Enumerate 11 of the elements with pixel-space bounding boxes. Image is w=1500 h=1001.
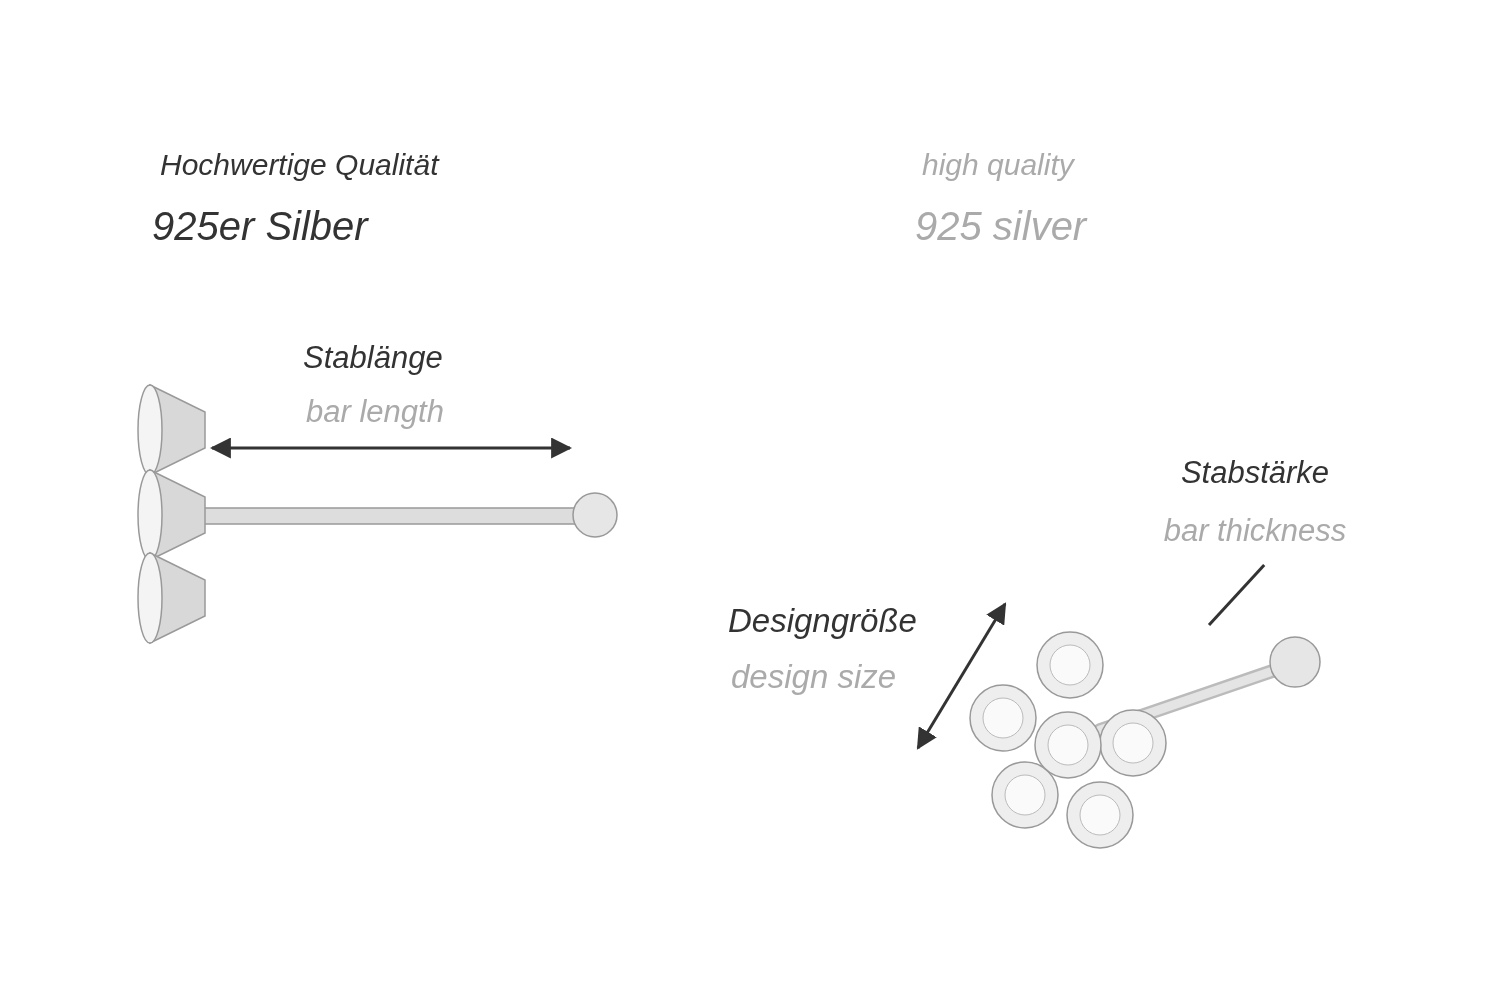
material-text: 925 silver bbox=[915, 203, 1087, 249]
dimension-label: design size bbox=[731, 658, 897, 696]
heading-text: Hochwertige Qualität bbox=[160, 148, 439, 183]
dimension-label: bar length bbox=[306, 394, 444, 430]
heading-text: high quality bbox=[922, 148, 1074, 183]
dimension-label: Stablänge bbox=[303, 340, 443, 376]
material-text: 925er Silber bbox=[152, 203, 368, 249]
dimension-label: bar thickness bbox=[1162, 512, 1348, 549]
leader-line bbox=[1207, 564, 1266, 626]
dimension-label: Designgröße bbox=[728, 602, 917, 640]
dimension-label: Stabstärke bbox=[1179, 455, 1331, 491]
